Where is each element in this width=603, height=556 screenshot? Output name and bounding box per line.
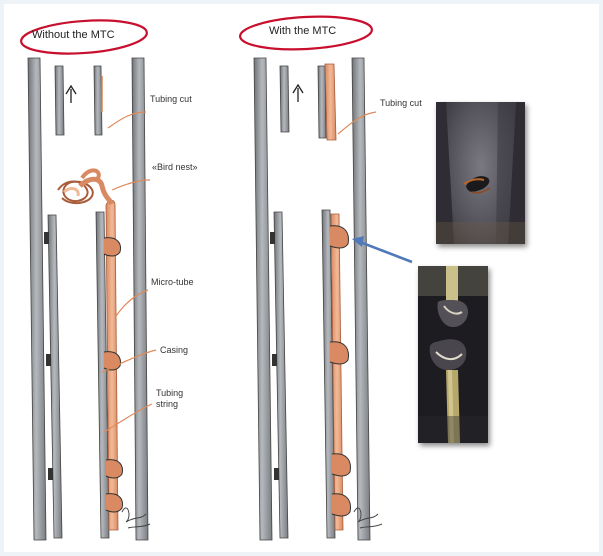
left-schematic [20, 17, 156, 540]
label-bird-nest: «Bird nest» [152, 162, 198, 172]
label-micro-tube: Micro-tube [151, 277, 194, 287]
right-schematic [239, 14, 412, 540]
title-with-mtc: With the MTC [269, 25, 336, 37]
tubing-cut-photo [436, 102, 525, 244]
upper-tubing-left [55, 66, 64, 135]
lower-tubing-left [48, 215, 62, 538]
severed-micro-tube-photo [418, 266, 488, 443]
bird-nest-shape [58, 170, 112, 204]
label-tubing-string: Tubing string [156, 388, 183, 410]
micro-tube-upper [325, 64, 336, 140]
upper-tubing-right [94, 66, 102, 135]
label-tubing-cut-left: Tubing cut [150, 94, 192, 104]
upward-arrow-icon [293, 85, 303, 102]
casing-wall-right [132, 58, 148, 540]
casing-wall-left [28, 58, 46, 540]
casing-wall-left [254, 58, 272, 540]
upward-arrow-icon [66, 86, 76, 103]
upper-tubing-left [280, 66, 289, 132]
title-without-mtc: Without the MTC [32, 29, 115, 41]
upper-tubing-right [318, 66, 326, 138]
label-casing: Casing [160, 345, 188, 355]
casing-wall-right [352, 58, 370, 540]
label-tubing-cut-right: Tubing cut [380, 98, 422, 108]
lower-tubing-left [274, 212, 288, 538]
